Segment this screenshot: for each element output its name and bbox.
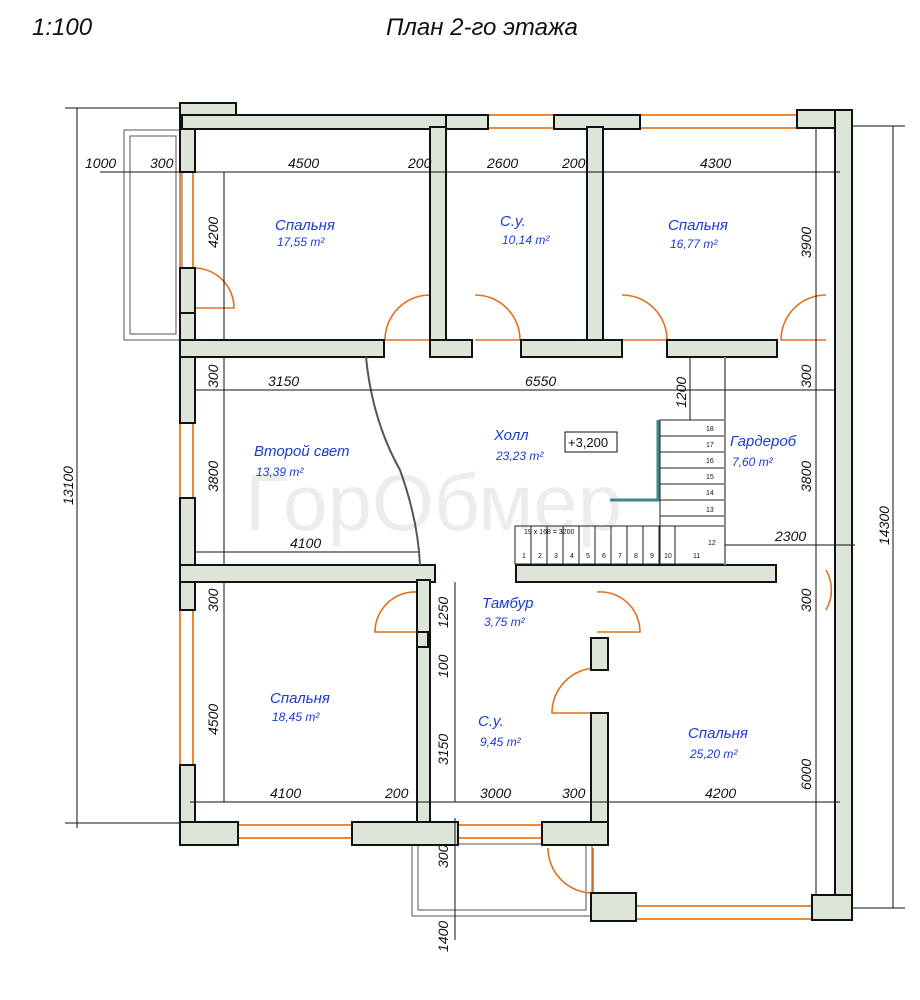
scale-label: 1:100 <box>32 14 93 41</box>
svg-text:9: 9 <box>650 553 654 560</box>
room-area: 13,39 m² <box>256 465 304 479</box>
svg-text:6: 6 <box>602 553 606 560</box>
svg-text:12: 12 <box>708 540 716 547</box>
room-area: 17,55 m² <box>277 235 325 249</box>
svg-text:200: 200 <box>384 785 409 801</box>
svg-text:2600: 2600 <box>486 155 518 171</box>
svg-text:3900: 3900 <box>798 227 814 258</box>
room-area: 23,23 m² <box>495 449 544 463</box>
svg-text:17: 17 <box>706 442 714 449</box>
stair-note: 19 x 168 = 3200 <box>524 529 575 536</box>
dimension-lines <box>65 107 905 940</box>
svg-text:300: 300 <box>435 844 451 868</box>
svg-text:3800: 3800 <box>798 461 814 492</box>
svg-text:4: 4 <box>570 553 574 560</box>
svg-text:1200: 1200 <box>673 377 689 408</box>
svg-text:4100: 4100 <box>270 785 301 801</box>
room-name: Тамбур <box>482 595 533 612</box>
svg-text:4500: 4500 <box>288 155 319 171</box>
stair-handrail <box>610 420 660 502</box>
svg-text:300: 300 <box>205 588 221 612</box>
svg-text:1000: 1000 <box>85 155 116 171</box>
room-name: Спальня <box>275 217 335 234</box>
room-area: 9,45 m² <box>480 735 522 749</box>
svg-text:13: 13 <box>706 507 714 514</box>
svg-text:10: 10 <box>664 553 672 560</box>
room-name: Спальня <box>688 725 748 742</box>
elevation-mark: +3,200 <box>568 435 608 450</box>
watermark: ГорОбмер <box>245 458 622 547</box>
svg-text:5: 5 <box>586 553 590 560</box>
room-name: Холл <box>493 427 529 444</box>
svg-text:300: 300 <box>205 364 221 388</box>
svg-text:16: 16 <box>706 458 714 465</box>
svg-text:11: 11 <box>693 553 700 560</box>
room-area: 18,45 m² <box>272 710 320 724</box>
svg-text:3: 3 <box>554 553 558 560</box>
svg-text:4200: 4200 <box>705 785 736 801</box>
elevation-box <box>564 431 618 453</box>
svg-text:4100: 4100 <box>290 535 321 551</box>
room-name: С.у. <box>500 213 526 230</box>
room-name: Спальня <box>668 217 728 234</box>
room-area: 10,14 m² <box>502 233 550 247</box>
svg-text:4300: 4300 <box>700 155 731 171</box>
svg-text:200: 200 <box>407 155 432 171</box>
page-title: План 2-го этажа <box>386 14 578 41</box>
svg-text:4200: 4200 <box>205 217 221 248</box>
svg-text:4500: 4500 <box>205 704 221 735</box>
walls <box>179 102 853 922</box>
room-labels: Спальня 17,55 m² С.у. 10,14 m² Спальня 1… <box>254 213 797 761</box>
svg-text:6550: 6550 <box>525 373 556 389</box>
room-name: Гардероб <box>730 433 797 450</box>
svg-text:2300: 2300 <box>774 528 806 544</box>
balcony-left <box>123 129 183 341</box>
room-name: Спальня <box>270 690 330 707</box>
svg-text:300: 300 <box>798 588 814 612</box>
stair-step-numbers: 1 2 3 4 5 6 7 8 9 10 11 12 13 14 15 16 1… <box>522 426 716 560</box>
room-name: С.у. <box>478 713 504 730</box>
svg-text:100: 100 <box>435 654 451 678</box>
svg-text:200: 200 <box>561 155 586 171</box>
svg-text:1: 1 <box>522 553 526 560</box>
svg-text:1250: 1250 <box>435 597 451 628</box>
svg-text:15: 15 <box>706 474 714 481</box>
svg-text:8: 8 <box>634 553 638 560</box>
room-area: 3,75 m² <box>484 615 526 629</box>
svg-text:13100: 13100 <box>60 466 76 505</box>
room-area: 25,20 m² <box>689 747 738 761</box>
svg-text:300: 300 <box>798 364 814 388</box>
svg-text:300: 300 <box>150 155 174 171</box>
svg-text:14: 14 <box>706 490 714 497</box>
doors <box>193 267 833 894</box>
second-light-railing <box>365 356 421 566</box>
svg-text:1400: 1400 <box>435 921 451 952</box>
svg-text:300: 300 <box>562 785 586 801</box>
svg-text:14300: 14300 <box>876 506 892 545</box>
room-area: 16,77 m² <box>670 237 718 251</box>
svg-text:18: 18 <box>706 426 714 433</box>
room-name: Второй свет <box>254 443 350 460</box>
svg-text:6000: 6000 <box>798 759 814 790</box>
svg-text:3000: 3000 <box>480 785 511 801</box>
room-area: 7,60 m² <box>732 455 774 469</box>
svg-text:3150: 3150 <box>435 734 451 765</box>
svg-text:7: 7 <box>618 553 622 560</box>
dimension-labels: 1000 300 4500 200 2600 200 4300 3150 655… <box>60 155 892 952</box>
svg-text:3800: 3800 <box>205 461 221 492</box>
svg-text:2: 2 <box>538 553 542 560</box>
svg-text:3150: 3150 <box>268 373 299 389</box>
